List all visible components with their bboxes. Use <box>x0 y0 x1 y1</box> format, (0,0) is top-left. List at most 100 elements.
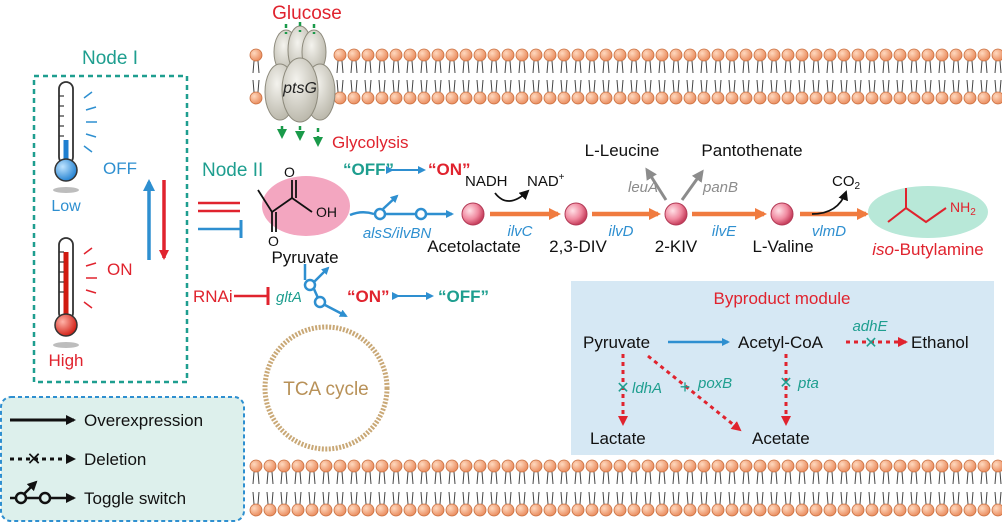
metabolite-node <box>564 202 588 226</box>
phospholipid-head <box>949 459 963 473</box>
phospholipid-head <box>837 503 851 517</box>
phospholipid-head <box>305 459 319 473</box>
phospholipid-head <box>431 48 445 62</box>
phospholipid-head <box>249 503 263 517</box>
metabolite-label: L-Valine <box>752 237 813 256</box>
byproduct-lactate: Lactate <box>590 429 646 448</box>
panb-arrow <box>680 169 704 201</box>
phospholipid-head <box>865 48 879 62</box>
low-temp-label: Low <box>51 198 81 215</box>
phospholipid-head <box>361 459 375 473</box>
enzyme-label: vlmD <box>812 223 846 240</box>
phospholipid-head <box>557 503 571 517</box>
node-1-title: Node I <box>82 48 138 69</box>
phospholipid-head <box>977 503 991 517</box>
byproduct-acetyl-coa: Acetyl-CoA <box>738 333 824 352</box>
adhe-deletion-x-icon: ✕ <box>864 335 877 352</box>
legend-deletion-label: Deletion <box>84 450 146 469</box>
leucine-label: L-Leucine <box>585 141 660 160</box>
phospholipid-head <box>459 503 473 517</box>
phospholipid-head <box>753 503 767 517</box>
svg-text:O: O <box>284 164 295 180</box>
phospholipid-head <box>361 48 375 62</box>
phospholipid-head <box>487 91 501 105</box>
byproduct-pyruvate: Pyruvate <box>583 333 650 352</box>
phospholipid-head <box>487 48 501 62</box>
phospholipid-head <box>865 91 879 105</box>
phospholipid-head <box>543 91 557 105</box>
phospholipid-head <box>543 48 557 62</box>
phospholipid-head <box>935 48 949 62</box>
node-1-off-label: OFF <box>103 159 137 178</box>
phospholipid-head <box>571 459 585 473</box>
alss-ilvbn-toggle-switch <box>349 194 454 221</box>
phospholipid-head <box>767 91 781 105</box>
panb-gene-label: panB <box>702 179 738 196</box>
phospholipid-head <box>977 48 991 62</box>
cell-membrane-bottom <box>249 459 1002 517</box>
phospholipid-head <box>417 459 431 473</box>
phospholipid-head <box>557 48 571 62</box>
phospholipid-head <box>613 91 627 105</box>
phospholipid-head <box>375 503 389 517</box>
phospholipid-head <box>809 459 823 473</box>
phospholipid-head <box>893 503 907 517</box>
glycolysis-label: Glycolysis <box>332 133 409 152</box>
pantothenate-label: Pantothenate <box>701 141 802 160</box>
phospholipid-head <box>515 459 529 473</box>
phospholipid-head <box>655 459 669 473</box>
phospholipid-head <box>669 459 683 473</box>
phospholipid-head <box>935 91 949 105</box>
phospholipid-head <box>389 48 403 62</box>
byproduct-acetate: Acetate <box>752 429 810 448</box>
phospholipid-head <box>445 91 459 105</box>
poxb-deletion-x-icon: + <box>680 377 691 397</box>
phospholipid-head <box>921 503 935 517</box>
phospholipid-head <box>501 459 515 473</box>
enzyme-label: ilvC <box>508 223 533 240</box>
phospholipid-head <box>515 503 529 517</box>
phospholipid-head <box>823 48 837 62</box>
phospholipid-head <box>249 91 263 105</box>
phospholipid-head <box>837 48 851 62</box>
phospholipid-head <box>809 503 823 517</box>
byproduct-ethanol: Ethanol <box>911 333 969 352</box>
phospholipid-head <box>711 91 725 105</box>
phospholipid-head <box>347 503 361 517</box>
phospholipid-head <box>417 48 431 62</box>
phospholipid-head <box>753 91 767 105</box>
nadh-label: NADH <box>465 173 508 190</box>
ptsg-transporter: ptsG <box>264 25 336 123</box>
ldha-gene-label: ldhA <box>632 380 662 397</box>
phospholipid-head <box>781 459 795 473</box>
phospholipid-head <box>809 48 823 62</box>
poxb-deletion-arrow <box>647 354 742 432</box>
phospholipid-head <box>781 503 795 517</box>
phospholipid-head <box>459 459 473 473</box>
phospholipid-head <box>921 91 935 105</box>
glta-toggle-switch <box>303 264 348 318</box>
metabolite-node <box>461 202 485 226</box>
phospholipid-head <box>963 91 977 105</box>
phospholipid-head <box>865 459 879 473</box>
phospholipid-head <box>921 48 935 62</box>
phospholipid-head <box>739 503 753 517</box>
phospholipid-head <box>599 91 613 105</box>
nh2-label: NH2 <box>950 199 976 218</box>
phospholipid-head <box>571 503 585 517</box>
metabolite-node <box>664 202 688 226</box>
phospholipid-head <box>851 503 865 517</box>
phospholipid-head <box>375 91 389 105</box>
phospholipid-head <box>851 91 865 105</box>
legend-toggle-switch-label: Toggle switch <box>84 489 186 508</box>
switch-top-on: “ON” <box>428 160 471 179</box>
phospholipid-head <box>781 91 795 105</box>
phospholipid-head <box>697 48 711 62</box>
phospholipid-head <box>795 503 809 517</box>
phospholipid-head <box>823 503 837 517</box>
phospholipid-head <box>991 91 1002 105</box>
ptsg-label: ptsG <box>282 80 317 97</box>
